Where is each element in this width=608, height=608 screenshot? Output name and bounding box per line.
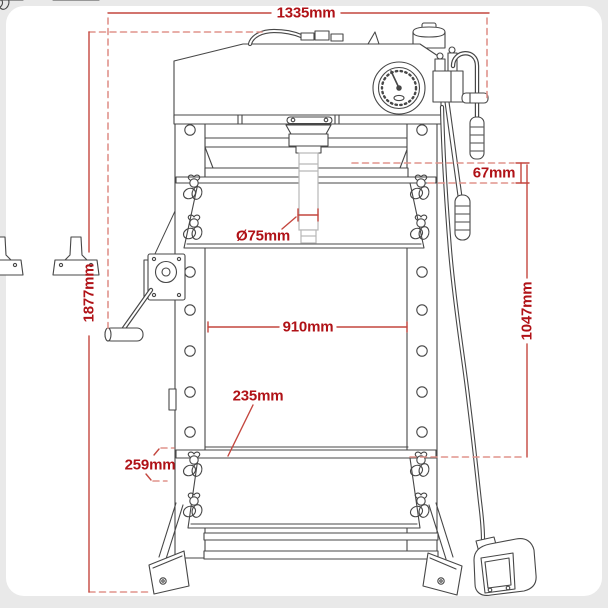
oil-reservoir [412, 22, 446, 49]
dimension-label-head-offset: 67mm [472, 164, 516, 182]
dimension-label-working-height: 1047mm [518, 281, 536, 341]
press-head [173, 28, 442, 119]
dimension-label-overall-width: 1335mm [276, 4, 336, 22]
retaining-clips [0, 0, 431, 520]
pump-handle-upper [469, 116, 485, 160]
dimension-label-ram-diameter: Ø75mm [235, 227, 291, 245]
dimension-label-bed-depth: 235mm [232, 387, 284, 405]
hydraulic-ram [298, 152, 319, 244]
base-feet [148, 502, 463, 596]
pressure-gauge-icon [372, 61, 426, 115]
top-plate [173, 114, 442, 125]
dimension-label-internal-width: 910mm [282, 318, 334, 336]
hydraulic-cylinder [285, 124, 332, 154]
tank-fin [367, 31, 380, 45]
v-blocks [0, 0, 100, 276]
hand-pump [432, 46, 489, 241]
foot-pedal [473, 536, 537, 596]
air-hose [439, 104, 486, 543]
pump-handle-lower [454, 194, 471, 241]
dimension-label-bed-height: 259mm [124, 456, 176, 474]
bed-winch-crank [104, 253, 186, 342]
lower-bed [175, 446, 437, 529]
dimension-lines [88, 12, 530, 593]
dimension-label-overall-height: 1877mm [80, 263, 98, 323]
